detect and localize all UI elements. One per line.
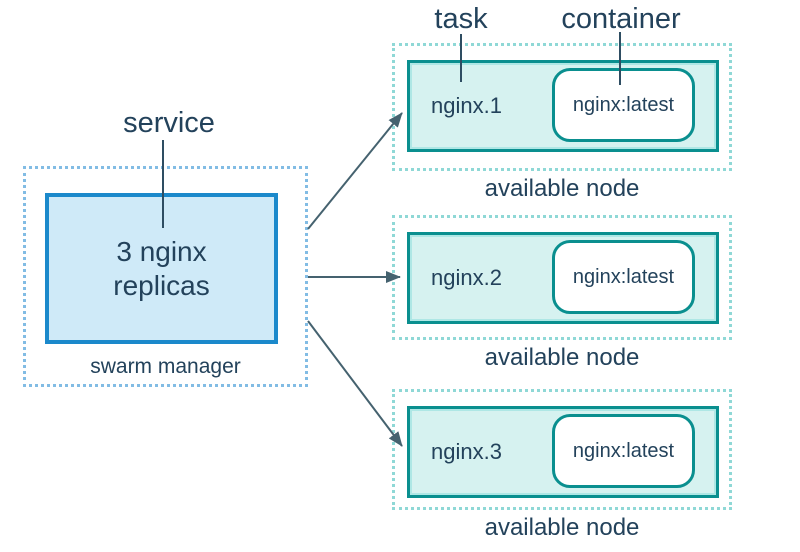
swarm-manager-caption: swarm manager [90,355,241,378]
arrow-to-node-1 [307,112,403,230]
container-label: container [561,3,681,35]
swarm-manager-region: 3 nginx replicas swarm manager [23,166,308,387]
service-replicas-text: 3 nginx replicas [113,235,210,301]
node-3-dotted-border: nginx.3 nginx:latest [392,389,732,510]
node-2-task-name: nginx.2 [431,265,502,290]
node-1-caption: available node [484,175,640,202]
node-1-task-box: nginx.1 nginx:latest [407,60,719,152]
node-2-caption: available node [484,344,640,371]
node-3-container-box: nginx:latest [552,414,695,488]
task-label: task [434,3,488,35]
node-3-task-name: nginx.3 [431,439,502,464]
node-3-container-image: nginx:latest [572,439,675,462]
node-1-container-image: nginx:latest [572,93,675,116]
node-2-task-box: nginx.2 nginx:latest [407,232,719,324]
available-node-1: nginx.1 nginx:latest available node [392,43,732,203]
node-3-caption: available node [484,514,640,541]
node-1-container-box: nginx:latest [552,68,695,142]
node-2-dotted-border: nginx.2 nginx:latest [392,215,732,340]
available-node-2: nginx.2 nginx:latest available node [392,215,732,372]
available-node-3: nginx.3 nginx:latest available node [392,389,732,542]
arrow-to-node-3 [307,320,403,447]
node-1-dotted-border: nginx.1 nginx:latest [392,43,732,171]
node-2-container-box: nginx:latest [552,240,695,314]
node-3-task-box: nginx.3 nginx:latest [407,406,719,498]
node-1-task-name: nginx.1 [431,93,502,118]
node-2-container-image: nginx:latest [572,265,675,288]
service-label: service [123,107,215,139]
service-box: 3 nginx replicas [45,193,278,344]
